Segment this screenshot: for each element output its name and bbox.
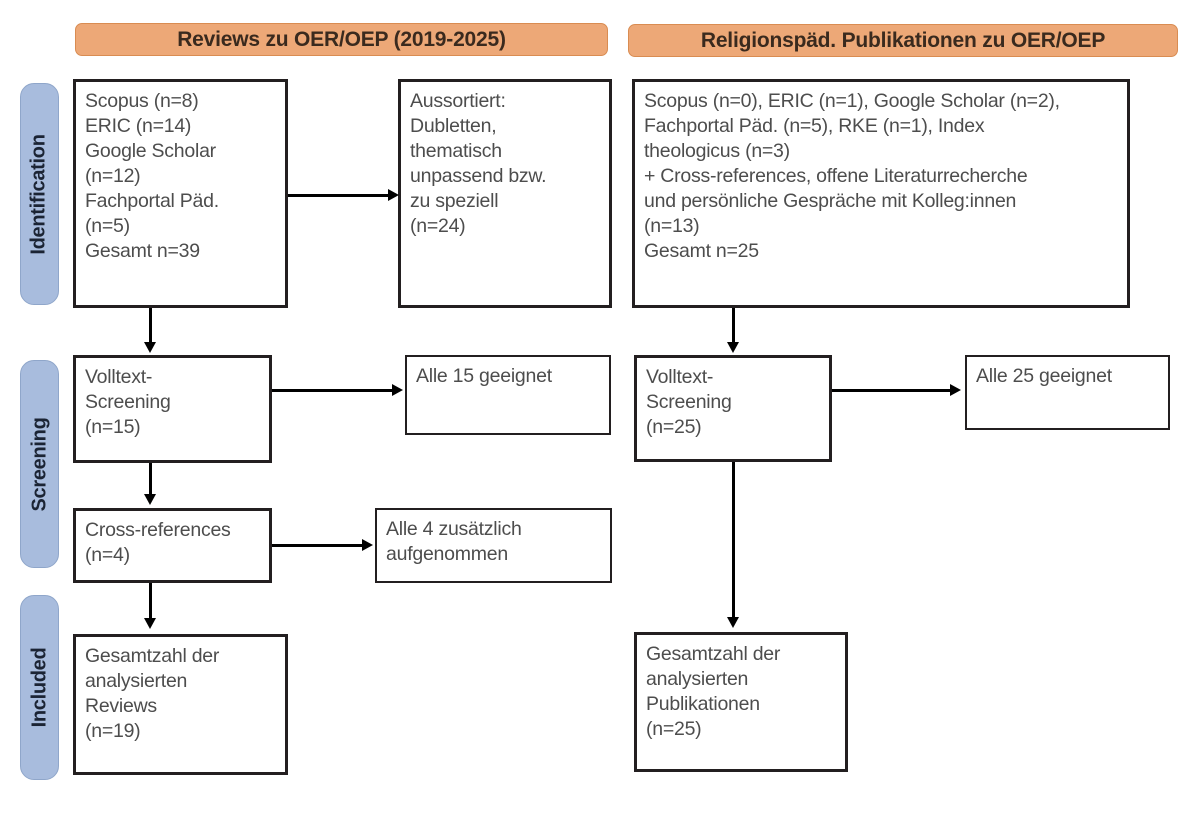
- box-right-included-total: Gesamtzahl der analysierten Publikatione…: [634, 632, 848, 772]
- connector-right-fulltext-to-result: [832, 389, 952, 392]
- connector-right-sources-to-fulltext: [732, 308, 735, 344]
- connector-left-crossrefs-to-included: [149, 583, 152, 620]
- box-left-crossreferences: Cross-references (n=4): [73, 508, 272, 583]
- arrowhead-left-crossrefs-to-included: [144, 618, 156, 629]
- arrowhead-right-sources-to-fulltext: [727, 342, 739, 353]
- box-right-identification-sources: Scopus (n=0), ERIC (n=1), Google Scholar…: [632, 79, 1130, 308]
- box-right-fulltext-screening: Volltext- Screening (n=25): [634, 355, 832, 462]
- arrowhead-left-fulltext-to-result: [392, 384, 403, 396]
- stage-pill-included: Included: [20, 595, 59, 780]
- box-right-fulltext-screening-result: Alle 25 geeignet: [965, 355, 1170, 430]
- stage-pill-identification: Identification: [20, 83, 59, 305]
- connector-left-fulltext-to-result: [272, 389, 395, 392]
- stage-pill-included-label: Included: [28, 647, 51, 728]
- arrowhead-right-fulltext-to-included: [727, 617, 739, 628]
- box-left-identification-sources: Scopus (n=8) ERIC (n=14) Google Scholar …: [73, 79, 288, 308]
- connector-right-fulltext-to-included: [732, 462, 735, 619]
- box-left-included-total: Gesamtzahl der analysierten Reviews (n=1…: [73, 634, 288, 775]
- arrowhead-left-fulltext-to-crossrefs: [144, 494, 156, 505]
- column-header-religionspaed-publikationen: Religionspäd. Publikationen zu OER/OEP: [628, 24, 1178, 57]
- box-left-identification-excluded: Aussortiert: Dubletten, thematisch unpas…: [398, 79, 612, 308]
- arrowhead-left-sources-to-fulltext: [144, 342, 156, 353]
- arrowhead-left-crossrefs-to-result: [362, 539, 373, 551]
- connector-left-sources-to-excluded: [288, 194, 390, 197]
- box-left-fulltext-screening: Volltext- Screening (n=15): [73, 355, 272, 463]
- connector-left-sources-to-fulltext: [149, 308, 152, 344]
- column-header-reviews: Reviews zu OER/OEP (2019-2025): [75, 23, 608, 56]
- stage-pill-screening-label: Screening: [28, 417, 50, 511]
- stage-pill-screening: Screening: [20, 360, 59, 568]
- connector-left-crossrefs-to-result: [272, 544, 365, 547]
- arrowhead-right-fulltext-to-result: [950, 384, 961, 396]
- arrowhead-left-sources-to-excluded: [388, 189, 399, 201]
- box-left-crossreferences-result: Alle 4 zusätzlich aufgenommen: [375, 508, 612, 583]
- stage-pill-identification-label: Identification: [28, 133, 50, 255]
- connector-left-fulltext-to-crossrefs: [149, 463, 152, 496]
- box-left-fulltext-screening-result: Alle 15 geeignet: [405, 355, 611, 435]
